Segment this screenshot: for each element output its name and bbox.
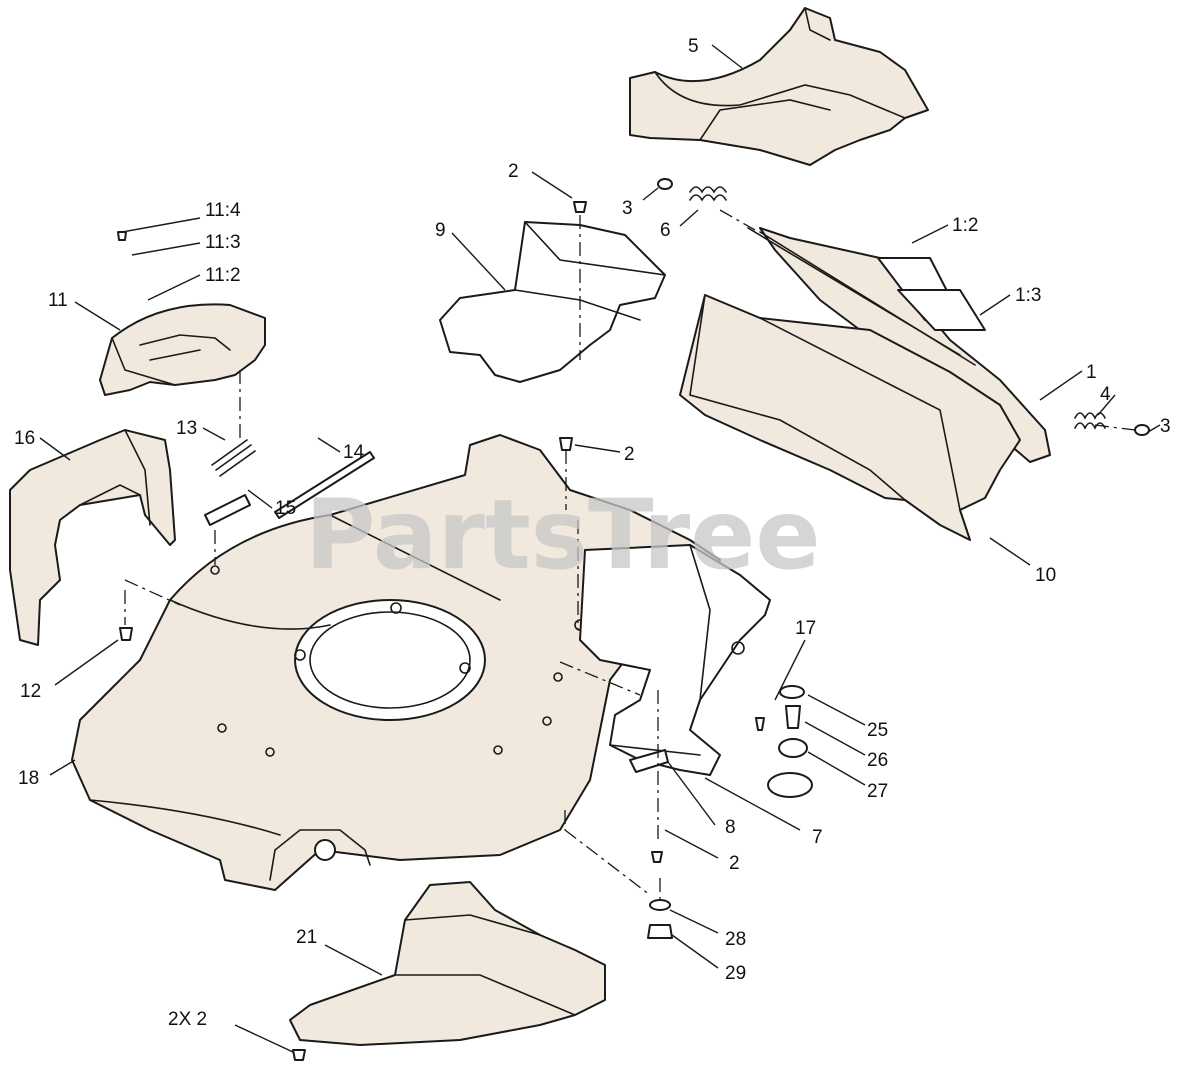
callout-3-top: 3 (622, 198, 633, 219)
callout-2-middle: 2 (624, 444, 635, 465)
part-21-mulch-plug (289, 881, 606, 1046)
callout-10: 10 (1035, 565, 1056, 586)
callout-15: 15 (275, 498, 296, 519)
watermark-text: PartsTree (305, 479, 820, 591)
callout-9: 9 (435, 220, 446, 241)
part-10-rear-shield (679, 294, 1021, 541)
callout-18: 18 (18, 768, 39, 789)
callout-29: 29 (725, 963, 746, 984)
part-5-discharge-cover (629, 7, 929, 166)
callout-16: 16 (14, 428, 35, 449)
callout-11-2: 11:2 (205, 265, 241, 286)
callout-5: 5 (688, 36, 699, 57)
part-16-side-cover (9, 429, 176, 646)
callout-17: 17 (795, 618, 816, 639)
leader-lines (39, 44, 1161, 1053)
part-9-heat-shield (439, 221, 666, 383)
callout-1: 1 (1086, 362, 1097, 383)
callout-6: 6 (660, 220, 671, 241)
part-7-height-bracket (579, 544, 771, 776)
callout-8: 8 (725, 817, 736, 838)
callout-3-right: 3 (1160, 416, 1171, 437)
callout-2x-2: 2X 2 (168, 1009, 207, 1030)
callout-4: 4 (1100, 384, 1111, 405)
callout-21: 21 (296, 927, 317, 948)
callout-11: 11 (48, 290, 68, 311)
part-11-bracket-cover (99, 303, 266, 396)
callout-27: 27 (867, 781, 888, 802)
callout-25: 25 (867, 720, 888, 741)
callout-11-4: 11:4 (205, 200, 241, 221)
part-18-mower-deck (71, 434, 721, 891)
callout-1-3: 1:3 (1015, 285, 1041, 306)
callout-11-3: 11:3 (205, 232, 241, 253)
callout-2-lower: 2 (729, 853, 740, 874)
callout-7: 7 (812, 827, 823, 848)
callout-28: 28 (725, 929, 746, 950)
callout-12: 12 (20, 681, 41, 702)
assembly-lines (124, 209, 1136, 900)
callout-labels: 5 2 3 6 9 11:4 11:3 11:2 11 1:2 1:3 1 4 … (14, 36, 1171, 1030)
callout-26: 26 (867, 750, 888, 771)
hardware (117, 178, 1150, 1061)
callout-13: 13 (176, 418, 197, 439)
callout-14: 14 (343, 442, 365, 463)
callout-2-top: 2 (508, 161, 519, 182)
callout-1-2: 1:2 (952, 215, 978, 236)
